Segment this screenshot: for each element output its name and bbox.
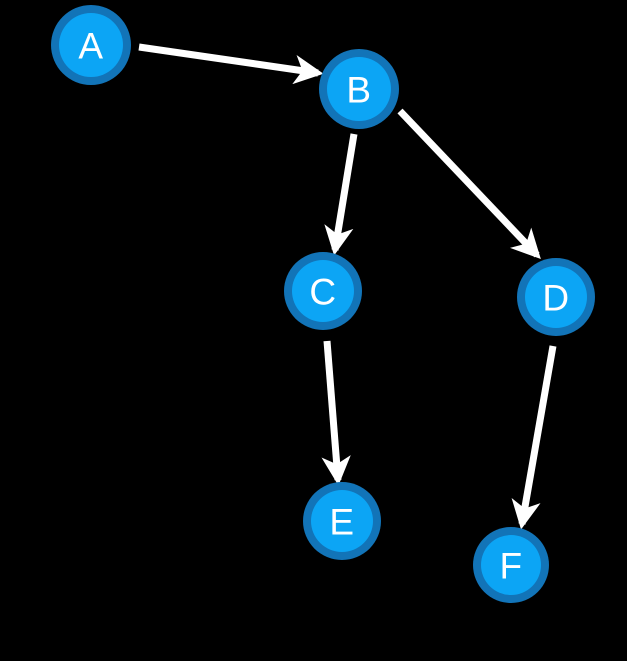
node-f-label: F — [499, 546, 522, 587]
node-b[interactable]: B — [319, 49, 399, 129]
node-d-label: D — [542, 278, 569, 319]
node-d-fill — [525, 266, 587, 328]
node-c-label: C — [309, 272, 336, 313]
node-a[interactable]: A — [51, 5, 131, 85]
node-a-label: A — [78, 26, 103, 67]
edge-b-to-c[interactable] — [324, 133, 358, 256]
edges-layer — [138, 43, 557, 530]
node-a-fill — [59, 13, 123, 77]
edge-b-to-d[interactable] — [397, 108, 541, 260]
node-d[interactable]: D — [517, 258, 595, 336]
node-e-fill — [311, 490, 373, 552]
edge-a-to-b[interactable] — [138, 43, 324, 85]
node-b-label: B — [346, 70, 371, 111]
node-b-fill — [327, 57, 391, 121]
node-e-label: E — [329, 502, 354, 543]
node-c-fill — [292, 260, 354, 322]
node-f[interactable]: F — [473, 527, 549, 603]
edge-d-to-f[interactable] — [511, 345, 557, 530]
edge-c-to-e[interactable] — [321, 340, 351, 486]
node-c[interactable]: C — [284, 252, 362, 330]
node-e[interactable]: E — [303, 482, 381, 560]
nodes-layer: A B C D E F — [51, 5, 595, 603]
node-f-fill — [481, 535, 541, 595]
